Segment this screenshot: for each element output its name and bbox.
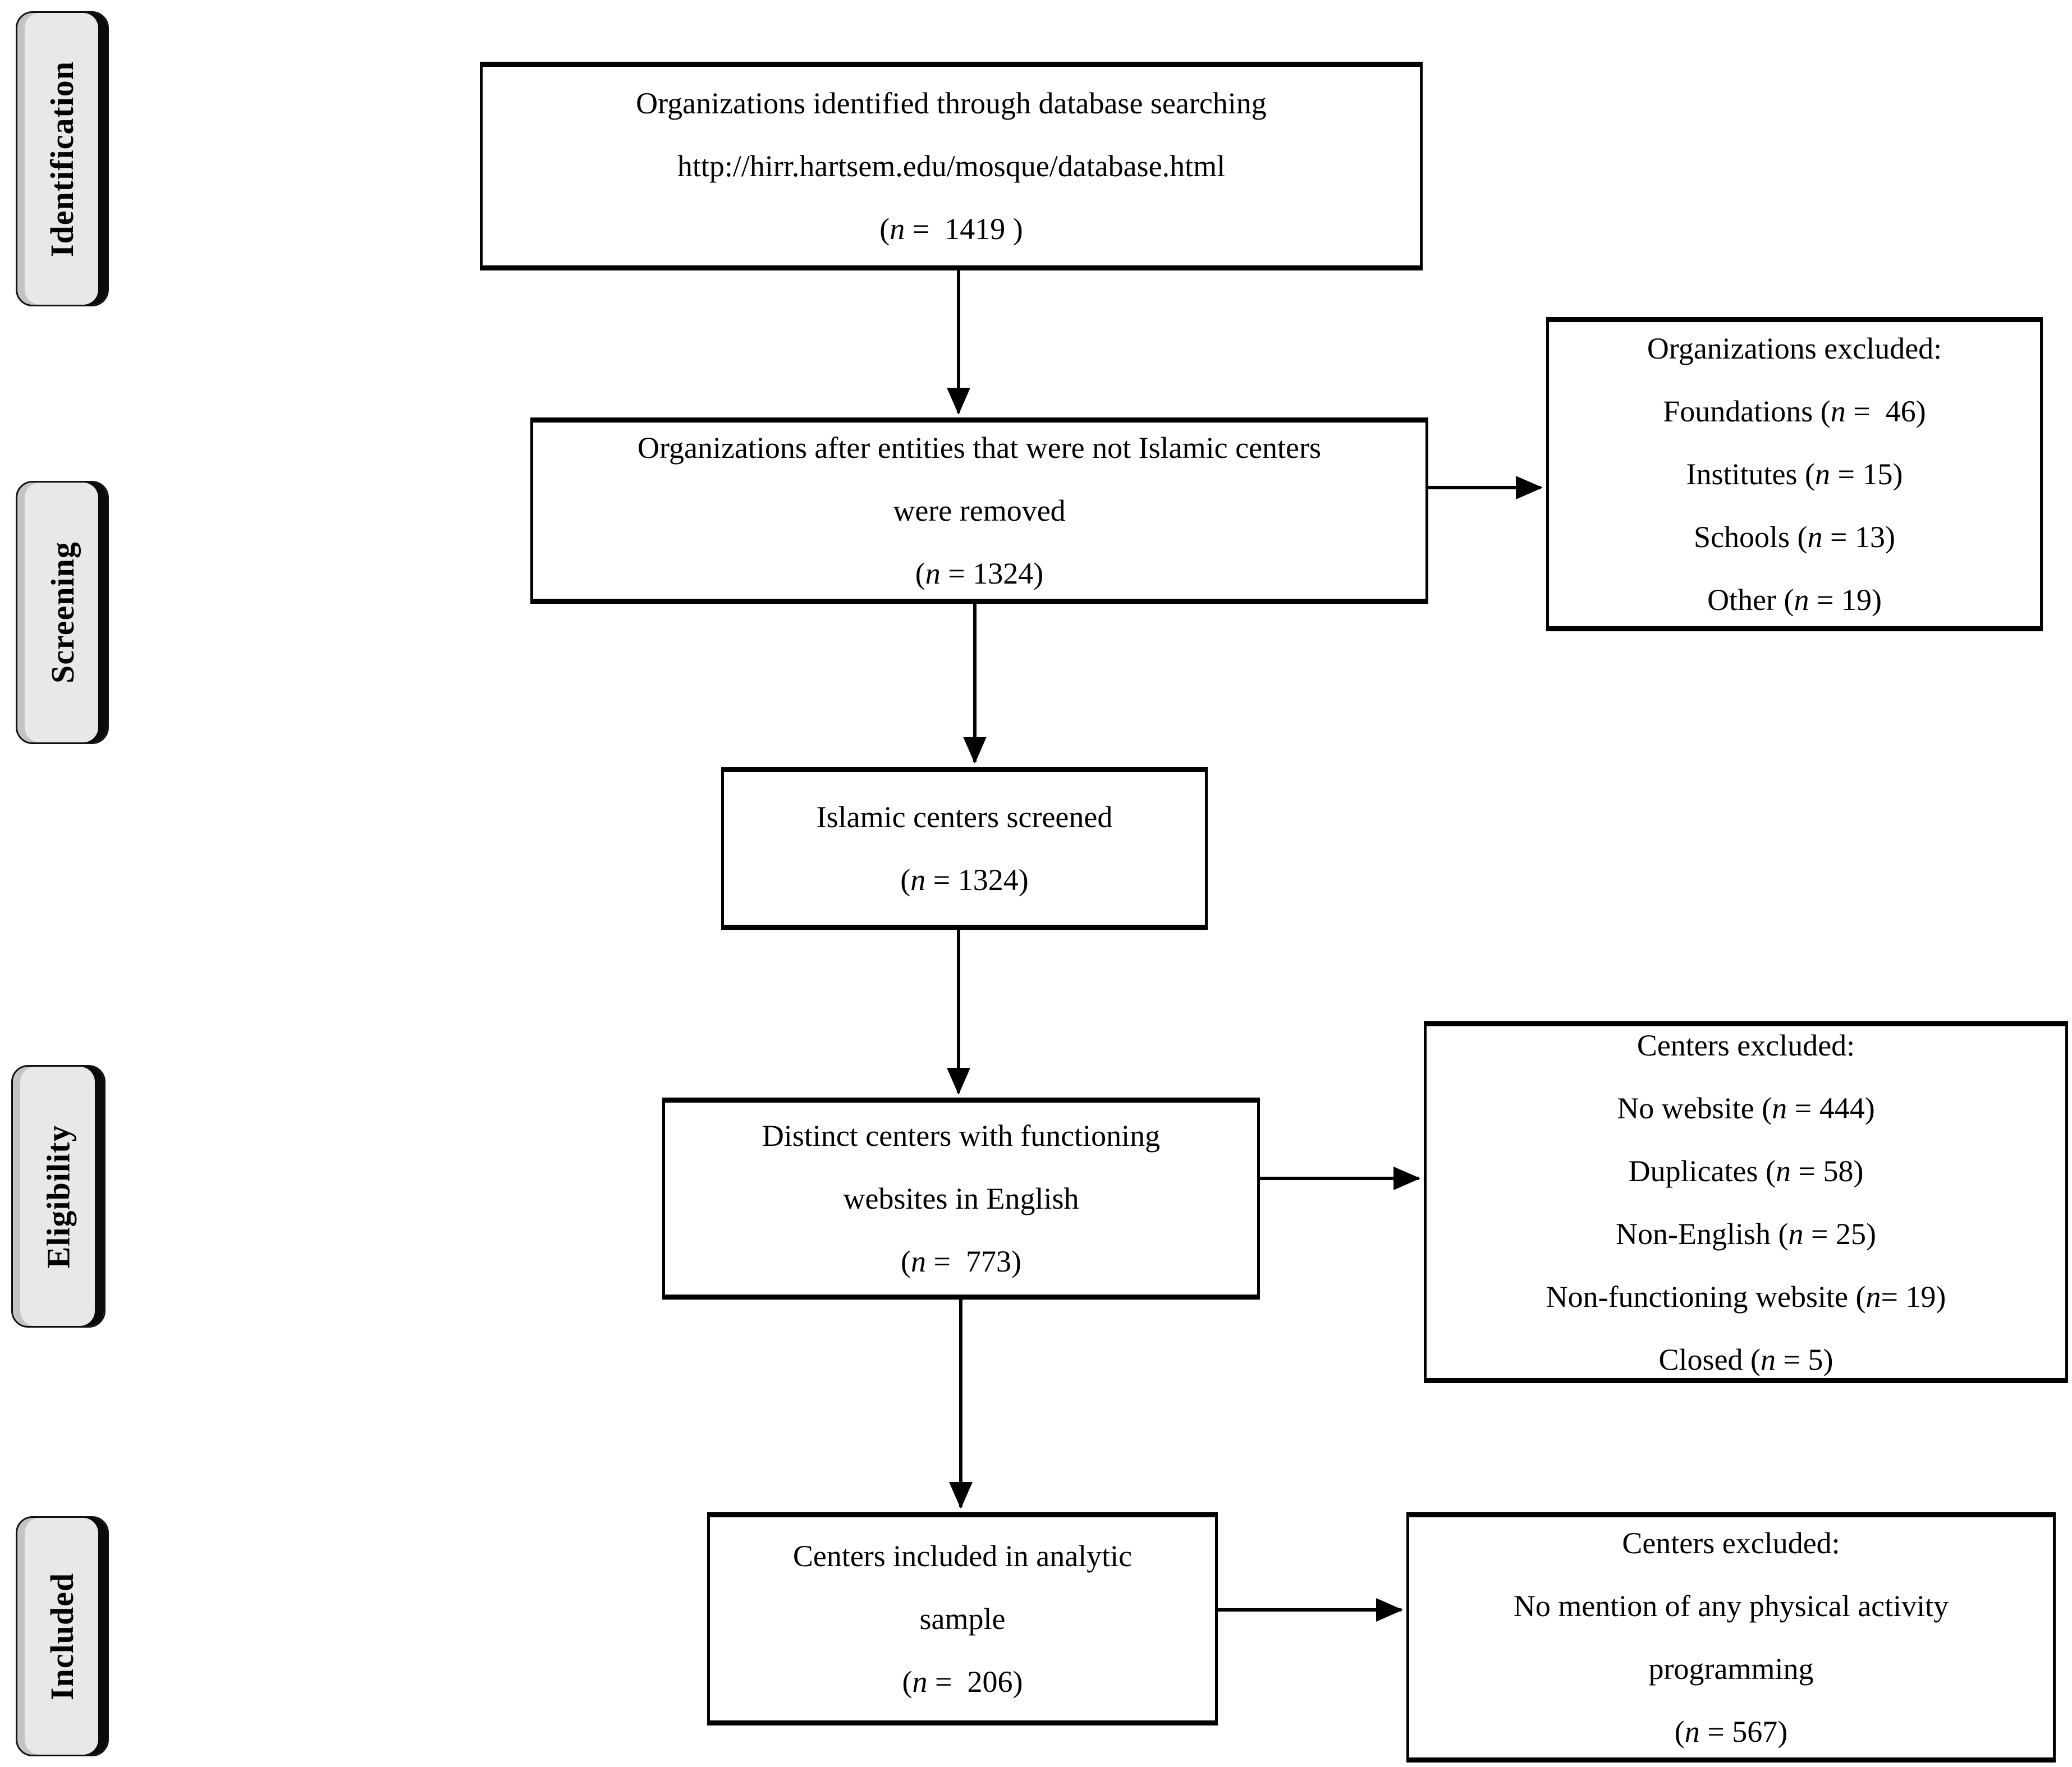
text-line: Organizations identified through databas… (636, 86, 1267, 120)
stage-label-text: Identification (44, 61, 81, 257)
text-line: Other (n = 19) (1707, 583, 1882, 617)
text-line: (n = 1324) (915, 557, 1044, 590)
text-line: (n = 206) (902, 1665, 1023, 1699)
text-line: (n = 567) (1674, 1715, 1788, 1748)
text-line: were removed (893, 494, 1066, 527)
text-line: Schools (n = 13) (1694, 520, 1895, 554)
flow-box-analytic-sample: Centers included in analytic sample (n = 2… (707, 1512, 1218, 1725)
text-line: Closed (n = 5) (1658, 1342, 1833, 1376)
text-line: Islamic centers screened (816, 800, 1113, 834)
flow-box-distinct-centers-websites: Distinct centers with functioning website… (662, 1098, 1260, 1300)
text-line: Non-functioning website (n= 19) (1546, 1279, 1946, 1314)
text-line: Foundations (n = 46) (1663, 394, 1926, 428)
text-line: Centers excluded: (1636, 1028, 1855, 1062)
text-line: No website (n = 444) (1617, 1091, 1875, 1125)
text-line: Organizations after entities that were n… (637, 431, 1322, 465)
stage-label-screening: Screening (16, 481, 109, 744)
text-line: Duplicates (n = 58) (1628, 1154, 1864, 1188)
flow-box-after-non-islamic-removed: Organizations after entities that were n… (530, 417, 1428, 604)
stage-label-identification: Identification (16, 11, 109, 306)
exclusion-box-organizations: Organizations excluded: Foundations (n = … (1546, 317, 2043, 631)
exclusion-box-no-physical-activity: Centers excluded: No mention of any physi… (1406, 1512, 2056, 1763)
text-line: sample (919, 1602, 1006, 1636)
exclusion-box-centers: Centers excluded: No website (n = 444) Dup… (1424, 1021, 2068, 1383)
text-line: (n = 1324) (900, 863, 1029, 897)
flow-box-islamic-centers-screened: Islamic centers screened (n = 1324) (721, 767, 1208, 930)
text-line: websites in English (843, 1182, 1079, 1215)
stage-label-eligibility: Eligibility (11, 1065, 106, 1328)
stage-label-included: Included (16, 1516, 109, 1756)
text-line: Distinct centers with functioning (762, 1119, 1161, 1153)
flow-box-organizations-identified: Organizations identified through databas… (480, 62, 1423, 270)
text-line: Non-English (n = 25) (1616, 1217, 1876, 1251)
text-line: programming (1648, 1652, 1814, 1686)
text-line: Organizations excluded: (1647, 332, 1942, 365)
text-line: Centers included in analytic (792, 1539, 1133, 1573)
text-line: Institutes (n = 15) (1686, 457, 1903, 491)
stage-label-text: Included (44, 1572, 81, 1700)
text-line: (n = 773) (901, 1245, 1021, 1278)
stage-label-text: Eligibility (40, 1125, 77, 1268)
stage-label-text: Screening (44, 541, 81, 683)
text-line: http://hirr.hartsem.edu/mosque/database.… (677, 149, 1226, 183)
text-line: Centers excluded: (1622, 1526, 1840, 1560)
text-line: (n = 1419 ) (879, 212, 1023, 246)
text-line: No mention of any physical activity (1513, 1589, 1949, 1623)
